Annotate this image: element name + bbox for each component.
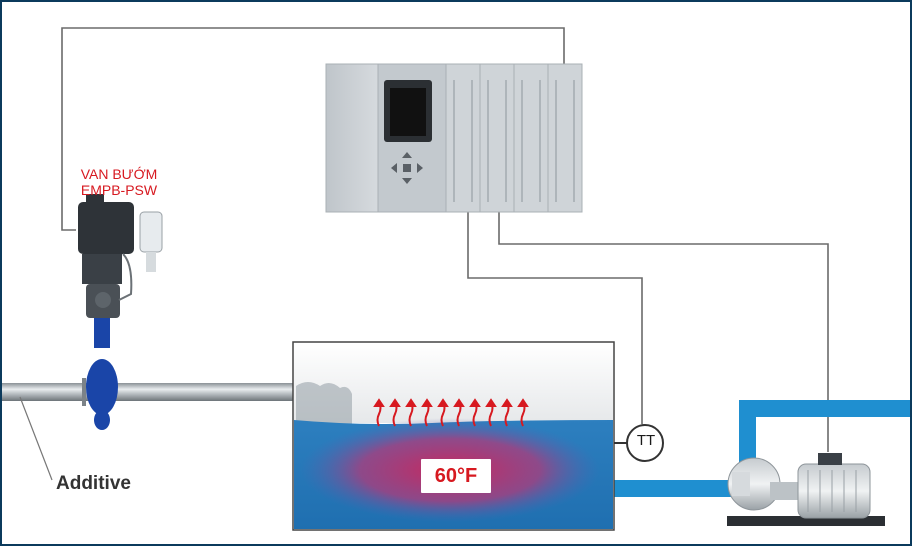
additive-pipe <box>2 383 294 401</box>
valve-label-line2: EMPB-PSW <box>80 182 158 198</box>
additive-label: Additive <box>56 473 131 494</box>
signal-wires <box>61 27 829 452</box>
transmitter-tag: TT <box>636 432 656 449</box>
additive-pointer-line <box>19 396 53 481</box>
wire-valve-to-plc <box>61 27 565 231</box>
additive-pipe-flange <box>82 378 86 406</box>
plc-cpu-icon <box>325 63 583 213</box>
heat-arrows-icon <box>373 398 528 427</box>
centrifugal-pump-icon <box>727 453 885 526</box>
valve-label: VAN BƯỚM EMPB-PSW <box>64 166 174 198</box>
wire-plc-to-transmitter <box>467 212 643 424</box>
valve-label-line1: VAN BƯỚM <box>80 166 158 182</box>
wire-plc-to-pump <box>498 212 829 452</box>
butterfly-valve-icon <box>78 194 163 430</box>
tank <box>292 341 615 531</box>
temperature-label: 60°F <box>421 459 491 493</box>
steam-cloud <box>296 382 352 424</box>
blue-pipe <box>614 400 910 497</box>
